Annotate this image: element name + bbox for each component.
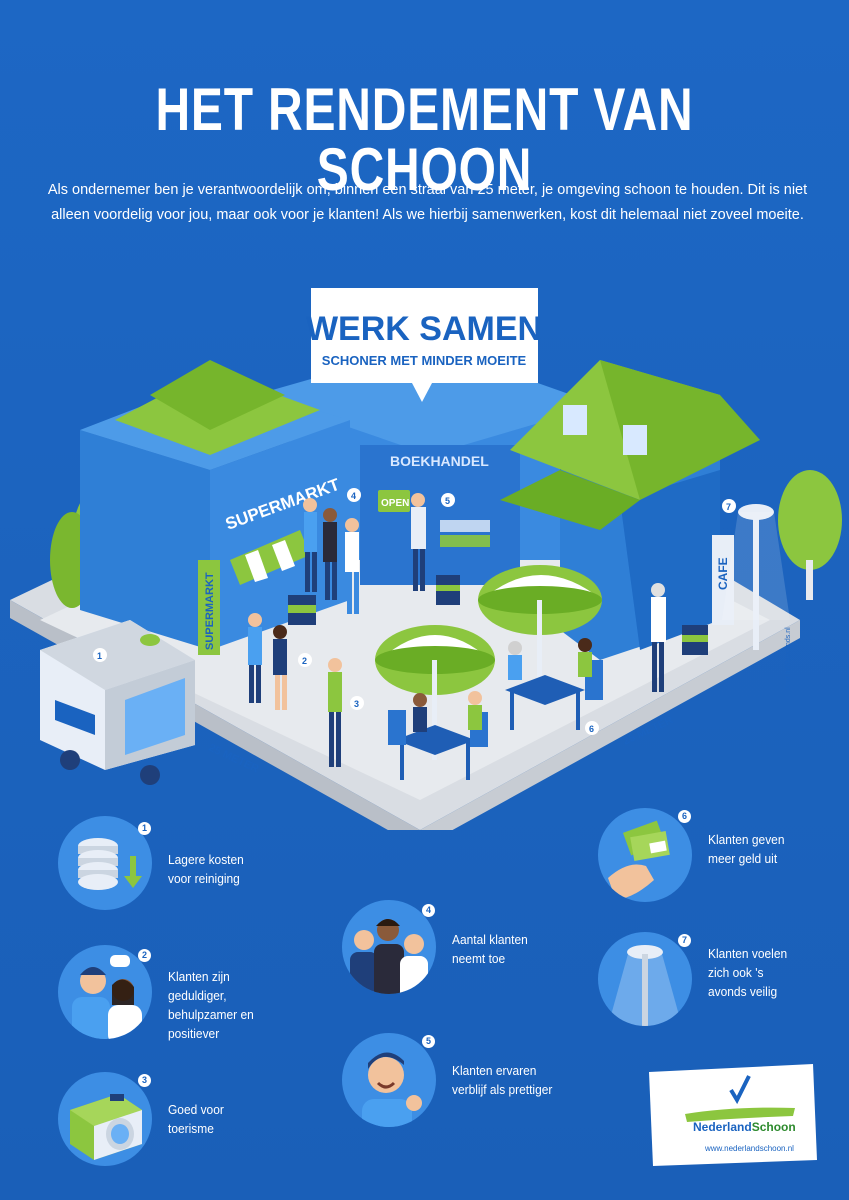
cafe-sign: CAFE [716,557,730,590]
svg-text:3: 3 [354,699,359,709]
benefit-number: 1 [138,822,151,835]
benefit-text: Goed voor toerisme [168,1102,224,1136]
boekhandel-sign: BOEKHANDEL [390,453,489,469]
benefit-text: Klanten geven meer geld uit [708,832,785,866]
street-sweeper-icon [40,620,195,785]
cafe-table-icon [388,710,488,780]
logo-name: NederlandSchoon [693,1120,796,1134]
supermarket-left-wall [80,430,210,650]
benefit-text: Lagere kosten voor reiniging [168,852,244,886]
supermarket-right-wall [210,420,350,650]
street-lamp-icon [722,504,790,650]
benefit-number: 6 [678,810,691,823]
supermarket-awning [230,530,310,585]
money-hand-icon [598,808,692,902]
garbage-bin-icon [682,625,708,655]
svg-text:7: 7 [726,502,731,512]
umbrella-icon [375,625,495,760]
benefit-number: 2 [138,949,151,962]
benefit-text: Klanten voelen zich ook 's avonds veilig [708,946,788,999]
street-lamp-icon [598,932,692,1026]
benefit-text: Klanten zijn geduldiger, behulpzamer en … [168,969,254,1041]
nederlandschoon-logo[interactable]: NederlandSchoon www.nederlandschoon.nl [645,1062,820,1167]
benefit-text: Klanten ervaren verblijf als prettiger [452,1063,553,1097]
crowd-icon [342,900,436,994]
werk-samen-bubble: WERK SAMEN SCHONER MET MINDER MOEITE [306,288,542,402]
camera-icon [58,1072,152,1166]
street-illustration: BOEKHANDEL OPEN SUPERMARKT SUPERMARKT CA… [10,288,842,830]
garbage-bin-icon [288,595,316,625]
benefit-text: Aantal klanten neemt toe [452,932,528,966]
svg-text:6: 6 [589,724,594,734]
benefit-number: 5 [422,1035,435,1048]
bubble-subtitle: SCHONER MET MINDER MOEITE [322,353,527,368]
benefit-number: 7 [678,934,691,947]
ground-platform-right [420,620,800,830]
svg-text:5: 5 [445,496,450,506]
bubble-title: WERK SAMEN [306,310,542,348]
scene-marker: 1 2 3 4 5 6 7 [93,488,736,735]
benefit-number: 4 [422,904,435,917]
supermarkt-banner [198,560,220,655]
people-group-icon [248,493,666,767]
intro-text: Als ondernemer ben je verantwoordelijk o… [47,182,808,223]
page-title: HET RENDEMENT VAN SCHOON [155,76,694,203]
illustration-credit: door in60seconds.nl [785,627,792,690]
umbrella-icon [478,565,602,700]
svg-text:2: 2 [302,656,307,666]
garbage-bin-icon [436,575,460,605]
benefit-number: 3 [138,1074,151,1087]
svg-text:SUPERMARKT: SUPERMARKT [204,572,216,650]
tree-right-icon [778,470,842,600]
svg-text:1: 1 [97,651,102,661]
logo-url[interactable]: www.nederlandschoon.nl [705,1144,794,1153]
couple-talking-icon [58,945,152,1039]
open-sign: OPEN [381,498,409,509]
happy-person-icon [342,1033,436,1127]
svg-text:4: 4 [351,491,356,501]
coins-icon [58,816,152,910]
